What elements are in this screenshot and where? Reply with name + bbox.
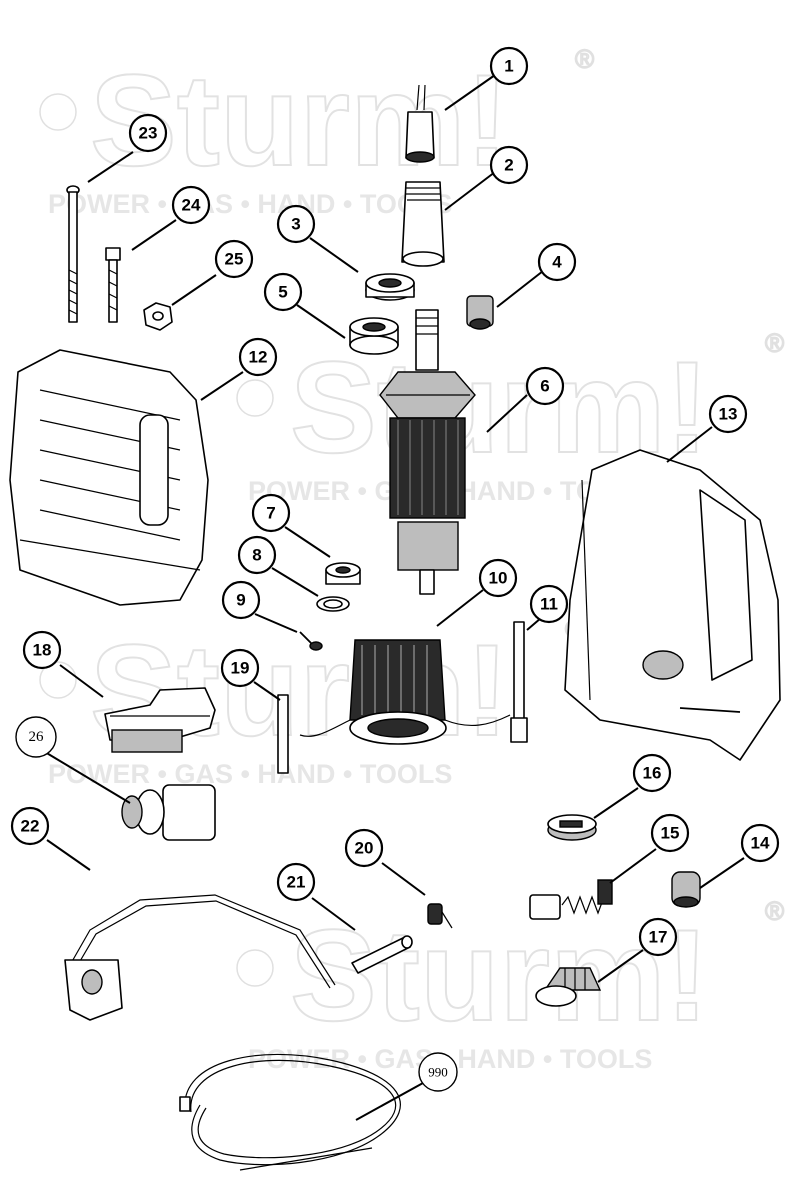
callout-label: 13 <box>719 405 738 424</box>
callout-label: 22 <box>21 817 40 836</box>
callout-label: 24 <box>182 196 201 215</box>
leader-lines <box>44 74 745 1121</box>
callout-label: 21 <box>287 873 306 892</box>
part-21-tube <box>351 935 413 974</box>
part-20-terminal <box>427 903 453 929</box>
callout-label: 6 <box>540 377 549 396</box>
callout-21: 21 <box>276 862 316 902</box>
callout-1: 1 <box>489 46 529 86</box>
callout-label: 990 <box>428 1065 448 1080</box>
callout-label: 18 <box>33 641 52 660</box>
callout-label: 2 <box>504 156 513 175</box>
part-16-cap <box>547 814 597 841</box>
callout-23: 23 <box>128 113 168 153</box>
part-10-stator <box>299 639 511 745</box>
callout-18: 18 <box>22 630 62 670</box>
part-1-cap <box>405 84 435 163</box>
callout-25: 25 <box>214 239 254 279</box>
callout-label: 8 <box>252 546 261 565</box>
part-26-filter <box>121 784 216 841</box>
callout-12: 12 <box>238 337 278 377</box>
part-2-sleeve <box>401 181 445 267</box>
callout-label: 9 <box>236 591 245 610</box>
callout-label: 11 <box>540 595 558 614</box>
callout-label: 25 <box>225 250 244 269</box>
part-15-carbon-brush <box>529 879 613 920</box>
callout-16: 16 <box>632 753 672 793</box>
callout-label: 15 <box>661 824 680 843</box>
callout-label: 16 <box>643 764 662 783</box>
part-9-screw <box>299 631 323 651</box>
part-990-cable <box>179 1053 401 1171</box>
callout-label: 20 <box>355 839 374 858</box>
callout-13: 13 <box>708 394 748 434</box>
callout-11: 11 <box>529 584 569 624</box>
part-4-bushing <box>466 295 494 330</box>
callout-label: 14 <box>751 834 770 853</box>
watermark-4: Sturm! ® POWER • GAS • HAND • TOOLS <box>236 895 785 1074</box>
watermark-registered: ® <box>575 44 594 74</box>
callout-9: 9 <box>221 580 261 620</box>
callout-5: 5 <box>263 272 303 312</box>
part-3-bearing <box>365 273 415 301</box>
callout-20: 20 <box>344 828 384 868</box>
callout-label: 26 <box>29 729 45 745</box>
part-14-brush-holder <box>671 871 701 908</box>
watermark-3: Sturm! ® POWER • GAS • HAND • TOOLS <box>39 613 585 789</box>
part-12-housing-left <box>9 349 209 606</box>
part-22-power-cord <box>64 894 336 1021</box>
callout-7: 7 <box>251 493 291 533</box>
callout-label: 5 <box>278 283 287 302</box>
callout-26: 26 <box>15 716 57 758</box>
callout-14: 14 <box>740 823 780 863</box>
part-6-armature <box>379 309 476 595</box>
part-13-housing-right <box>564 449 781 761</box>
part-19-bar <box>277 694 289 774</box>
callout-15: 15 <box>650 813 690 853</box>
callout-label: 23 <box>139 124 158 143</box>
callout-990: 990 <box>418 1052 458 1092</box>
callout-label: 4 <box>552 253 562 272</box>
callout-17: 17 <box>638 917 678 957</box>
callout-3: 3 <box>276 204 316 244</box>
watermark-registered: ® <box>765 328 784 358</box>
part-7-bearing <box>325 562 361 585</box>
callout-6: 6 <box>525 366 565 406</box>
part-11-rod <box>510 621 528 743</box>
watermark-registered: ® <box>765 896 784 926</box>
callout-19: 19 <box>220 648 260 688</box>
watermark-tagline: POWER • GAS • HAND • TOOLS <box>48 759 452 789</box>
callout-label: 3 <box>291 215 300 234</box>
callout-label: 12 <box>249 348 268 367</box>
callout-2: 2 <box>489 145 529 185</box>
callout-24: 24 <box>171 185 211 225</box>
callout-label: 10 <box>489 569 508 588</box>
callout-8: 8 <box>237 535 277 575</box>
callout-label: 19 <box>231 659 250 678</box>
part-17-knob <box>535 967 602 1007</box>
callout-label: 17 <box>649 928 668 947</box>
callout-10: 10 <box>478 558 518 598</box>
part-23-long-bolt <box>66 185 80 323</box>
part-8-ring <box>316 596 350 612</box>
part-24-bolt <box>105 247 121 323</box>
callout-22: 22 <box>10 806 50 846</box>
watermark-tagline: POWER • GAS • HAND • TOOLS <box>48 189 452 219</box>
callout-label: 1 <box>504 57 513 76</box>
watermark-brand: Sturm! <box>290 902 709 1048</box>
part-25-nut <box>143 302 173 331</box>
callout-4: 4 <box>537 242 577 282</box>
part-5-bearing <box>349 317 399 355</box>
part-18-switch <box>104 687 216 753</box>
callout-label: 7 <box>266 504 275 523</box>
